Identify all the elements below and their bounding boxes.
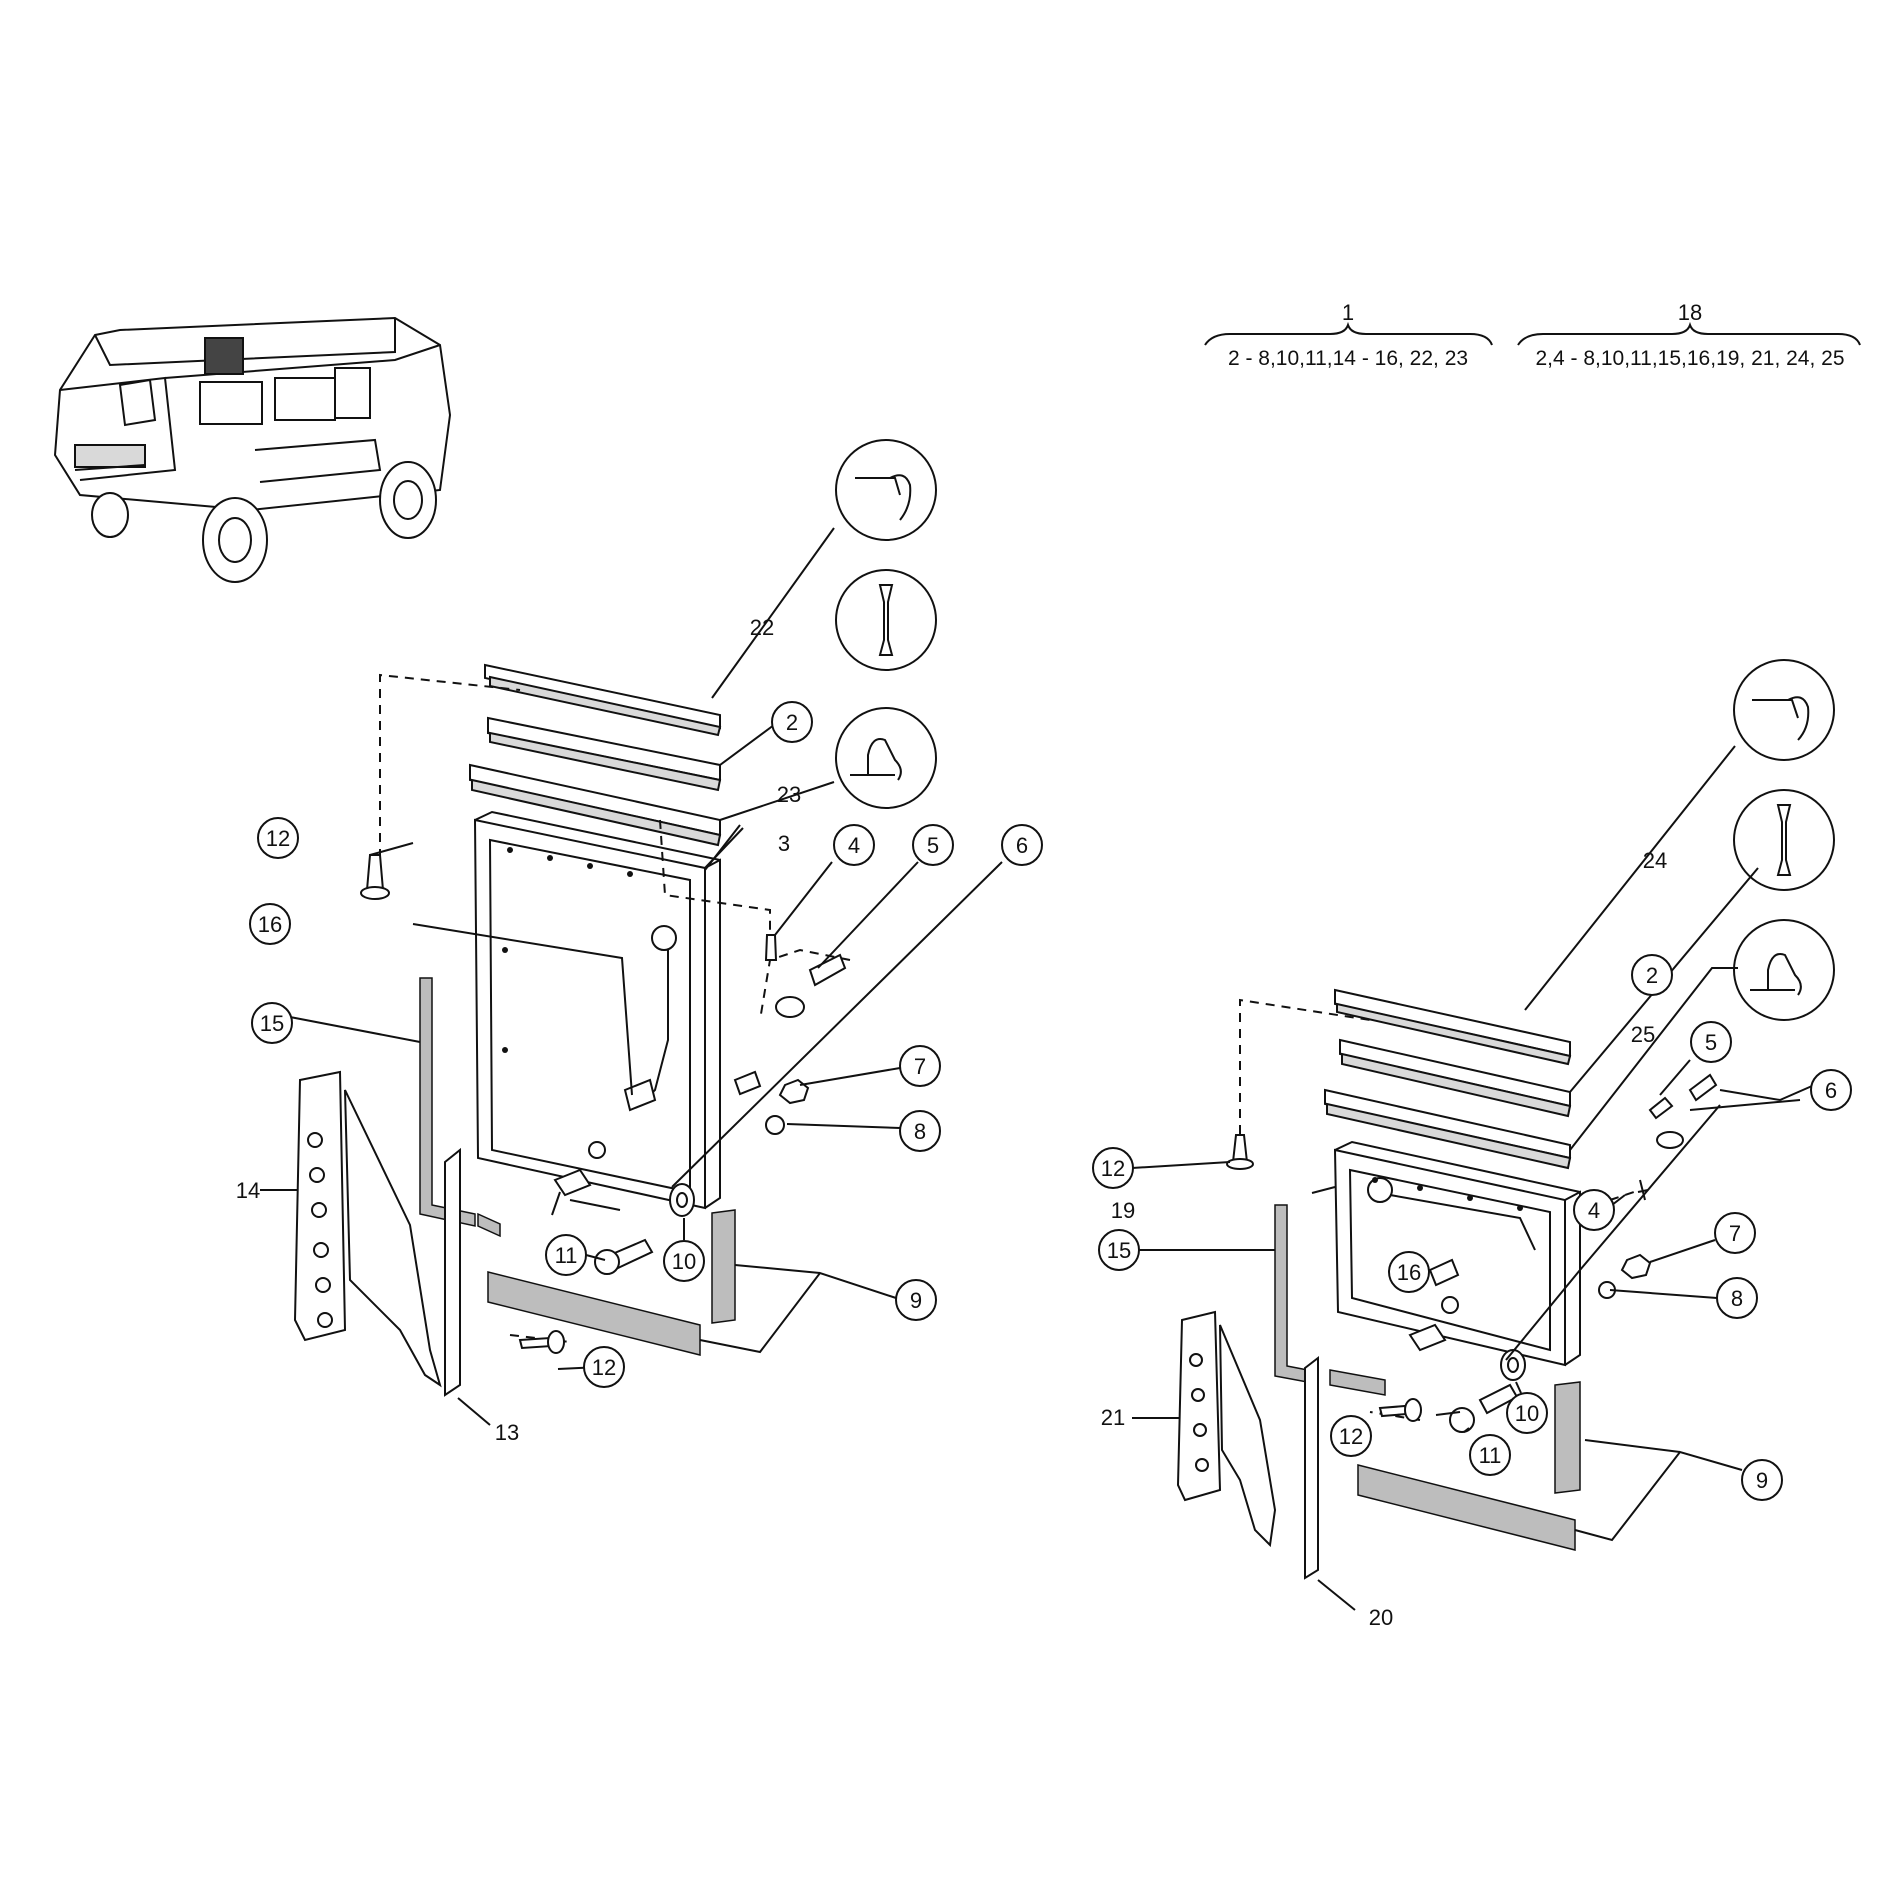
svg-text:9: 9 <box>910 1288 922 1313</box>
svg-text:16: 16 <box>258 912 282 937</box>
profile-24-detail <box>1733 659 1835 761</box>
left-callout-4: 4 <box>833 824 875 866</box>
profile-25-detail <box>1733 919 1835 1021</box>
left-callout-12-bottom: 12 <box>583 1346 625 1388</box>
right-label-19: 19 <box>1111 1198 1135 1223</box>
left-callout-7: 7 <box>899 1045 941 1087</box>
kit-18-range: 2,4 - 8,10,11,15,16,19, 21, 24, 25 <box>1535 347 1844 370</box>
right-callout-12-top: 12 <box>1092 1147 1134 1189</box>
svg-text:6: 6 <box>1016 833 1028 858</box>
foam-strip-lower <box>487 1271 701 1356</box>
left-callout-22: 22 <box>750 615 774 640</box>
kit-1-group: 1 2 - 8,10,11,14 - 16, 22, 23 <box>1204 300 1493 370</box>
foam-block-side <box>711 1209 736 1324</box>
svg-text:6: 6 <box>1825 1078 1837 1103</box>
svg-text:10: 10 <box>1515 1401 1539 1426</box>
right-label-21: 21 <box>1101 1405 1125 1430</box>
left-label-13: 13 <box>495 1420 519 1445</box>
svg-text:15: 15 <box>1107 1238 1131 1263</box>
left-callout-23: 23 <box>777 782 801 807</box>
left-callout-16: 16 <box>249 903 291 945</box>
svg-text:12: 12 <box>266 826 290 851</box>
right-callout-16: 16 <box>1388 1251 1430 1293</box>
kit-1-title: 1 <box>1342 300 1354 325</box>
kit-1-range: 2 - 8,10,11,14 - 16, 22, 23 <box>1228 347 1468 370</box>
svg-text:8: 8 <box>1731 1286 1743 1311</box>
svg-text:2: 2 <box>786 710 798 735</box>
svg-text:12: 12 <box>1339 1424 1363 1449</box>
kit-18-brace <box>1517 321 1861 346</box>
kit-18-title: 18 <box>1678 300 1702 325</box>
profile-2-right-detail <box>1733 789 1835 891</box>
left-callout-11: 11 <box>545 1234 587 1276</box>
left-callout-2: 2 <box>771 701 813 743</box>
vertical-seal-15 <box>419 977 476 1227</box>
svg-text:10: 10 <box>672 1249 696 1274</box>
right-callout-15: 15 <box>1098 1229 1140 1271</box>
left-callout-5: 5 <box>912 824 954 866</box>
kit-18-group: 18 2,4 - 8,10,11,15,16,19, 21, 24, 25 <box>1517 300 1861 370</box>
right-callout-8: 8 <box>1716 1277 1758 1319</box>
svg-text:5: 5 <box>1705 1030 1717 1055</box>
right-callout-5: 5 <box>1690 1021 1732 1063</box>
right-callout-10: 10 <box>1506 1392 1548 1434</box>
svg-text:12: 12 <box>1101 1156 1125 1181</box>
svg-text:11: 11 <box>1479 1443 1502 1468</box>
svg-text:22: 22 <box>750 615 774 640</box>
right-callout-2: 2 <box>1631 954 1673 996</box>
right-vertical-seal-15 <box>1274 1204 1319 1385</box>
right-callout-25: 25 <box>1631 1022 1655 1047</box>
left-assembly: 22 2 23 12 16 4 5 6 15 7 8 11 10 9 12 3 … <box>236 439 1043 1445</box>
svg-text:9: 9 <box>1756 1468 1768 1493</box>
right-foam-block-side <box>1554 1381 1581 1494</box>
right-callout-12-bottom: 12 <box>1330 1415 1372 1457</box>
left-callout-6: 6 <box>1001 824 1043 866</box>
right-foam-strip-lower <box>1357 1464 1576 1551</box>
svg-text:4: 4 <box>1588 1198 1600 1223</box>
right-callout-9: 9 <box>1741 1459 1783 1501</box>
svg-text:5: 5 <box>927 833 939 858</box>
svg-text:15: 15 <box>260 1011 284 1036</box>
svg-text:11: 11 <box>555 1243 578 1268</box>
svg-text:2: 2 <box>1646 963 1658 988</box>
svg-text:4: 4 <box>848 833 860 858</box>
profile-2-detail <box>835 569 937 671</box>
right-label-20: 20 <box>1369 1605 1393 1630</box>
left-callout-12-top: 12 <box>257 817 299 859</box>
kit-1-brace <box>1204 321 1493 346</box>
svg-text:23: 23 <box>777 782 801 807</box>
svg-text:7: 7 <box>1729 1221 1741 1246</box>
svg-text:24: 24 <box>1643 848 1667 873</box>
profile-22-detail <box>835 439 937 541</box>
left-callout-10: 10 <box>663 1240 705 1282</box>
right-callout-4: 4 <box>1573 1189 1615 1231</box>
left-label-3: 3 <box>778 831 790 856</box>
svg-text:12: 12 <box>592 1355 616 1380</box>
right-callout-6: 6 <box>1810 1069 1852 1111</box>
right-callout-24: 24 <box>1643 848 1667 873</box>
left-callout-8: 8 <box>899 1110 941 1152</box>
svg-text:7: 7 <box>914 1054 926 1079</box>
svg-text:8: 8 <box>914 1119 926 1144</box>
svg-text:25: 25 <box>1631 1022 1655 1047</box>
right-callout-11: 11 <box>1469 1434 1511 1476</box>
right-callout-7: 7 <box>1714 1212 1756 1254</box>
svg-text:16: 16 <box>1397 1260 1421 1285</box>
right-assembly: 24 2 25 5 6 12 4 15 7 16 8 10 12 11 9 19… <box>1092 659 1852 1630</box>
left-callout-9: 9 <box>895 1279 937 1321</box>
vehicle-illustration <box>53 316 452 583</box>
left-label-14: 14 <box>236 1178 260 1203</box>
left-callout-15: 15 <box>251 1002 293 1044</box>
profile-23-detail <box>835 707 937 809</box>
